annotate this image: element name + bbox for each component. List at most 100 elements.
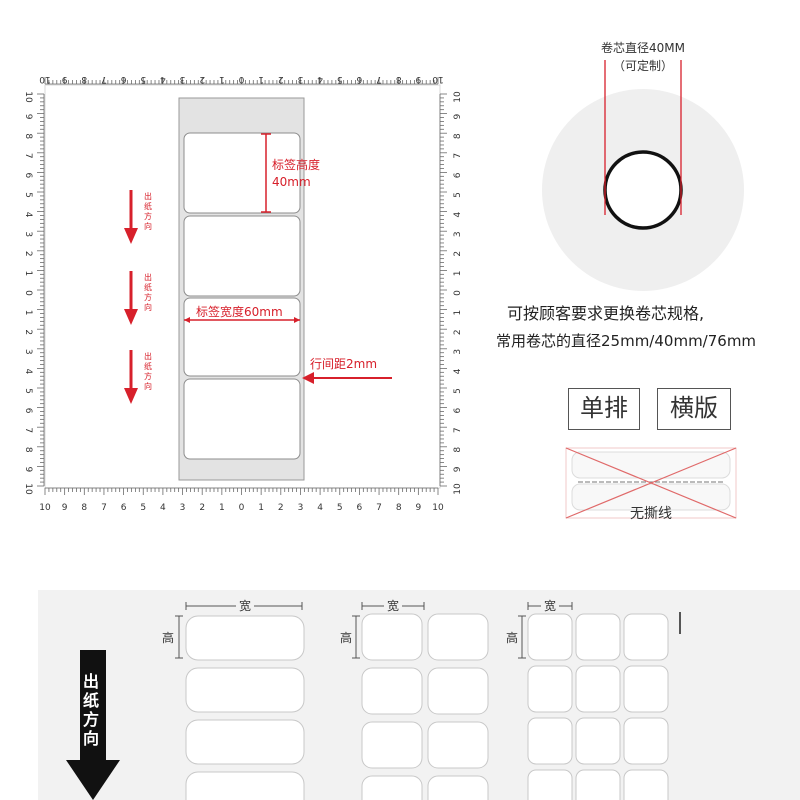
gap-label: 行间距2mm [310,357,377,371]
layout2-width-label: 宽 [387,598,399,613]
feed-label-2: 出纸方向 [144,273,152,312]
ruler-label-top: 3 [180,74,186,84]
ruler-label-right: 9 [453,466,463,472]
ruler-label-left: 4 [23,369,33,375]
height-label-line2: 40mm [272,175,311,189]
ruler-label-bottom: 4 [317,503,323,513]
ruler-label-top: 6 [120,74,126,84]
width-label: 标签宽度60mm [196,304,283,319]
ruler-label-left: 2 [23,251,33,257]
ruler-label-top: 8 [81,74,87,84]
ruler-label-bottom: 6 [121,503,127,513]
layout-triple [518,602,681,800]
ruler-label-left: 3 [23,231,33,237]
ruler-label-left: 1 [23,271,33,277]
ruler-label-bottom: 1 [258,503,264,513]
ruler-label-left: 9 [23,114,33,120]
ruler-label-bottom: 7 [376,503,382,513]
ruler-label-right: 10 [453,91,463,103]
ruler-label-top: 6 [356,74,362,84]
ruler-label-top: 4 [160,74,166,84]
ruler-label-left: 0 [23,290,33,296]
ruler-label-bottom: 8 [396,503,402,513]
ruler-label-right: 6 [453,407,463,413]
ruler-label-right: 2 [453,251,463,257]
ruler-label-right: 5 [453,192,463,198]
ruler-label-bottom: 2 [278,503,284,513]
ruler-label-top: 9 [415,74,421,84]
ruler-label-right: 3 [453,231,463,237]
ruler-label-top: 1 [258,74,264,84]
layout1-width-label: 宽 [239,598,251,613]
ruler-label-bottom: 10 [432,503,444,513]
single-row-option: 单排 [568,388,640,430]
ruler-label-bottom: 1 [219,503,225,513]
no-tear-label: 无撕线 [630,506,672,522]
feed-arrow-1 [124,190,138,244]
ruler-label-top: 10 [39,74,51,84]
ruler-label-top: 2 [199,74,205,84]
landscape-option: 横版 [657,388,731,430]
ruler-label-bottom: 6 [357,503,363,513]
ruler-label-left: 9 [23,467,33,473]
ruler-label-right: 2 [453,329,463,335]
ruler-label-top: 8 [396,74,402,84]
ruler-label-bottom: 2 [199,503,205,513]
layout3-height-label: 高 [506,630,518,645]
feed-label-1: 出纸方向 [144,192,152,231]
ruler-label-left: 3 [23,349,33,355]
ruler-ticks [37,77,447,495]
ruler-label-left: 7 [23,153,33,159]
ruler-label-right: 6 [453,172,463,178]
ruler-label-top: 7 [376,74,382,84]
core-note-line2: 常用卷芯的直径25mm/40mm/76mm [496,332,757,350]
big-feed-arrow [66,650,120,800]
ruler-label-left: 8 [23,133,33,139]
ruler-label-right: 4 [453,211,463,217]
ruler-label-bottom: 3 [298,503,304,513]
label-4 [183,378,301,460]
ruler-label-bottom: 9 [415,503,421,513]
ruler-label-right: 5 [453,388,463,394]
ruler-label-top: 9 [62,74,68,84]
layout3-width-label: 宽 [544,598,556,613]
ruler-label-top: 7 [101,74,107,84]
ruler-label-right: 8 [453,447,463,453]
ruler-label-top: 5 [337,74,343,84]
ruler-label-bottom: 5 [140,503,146,513]
ruler-label-right: 1 [453,271,463,277]
core-diagram [542,60,744,291]
ruler-label-left: 7 [23,427,33,433]
ruler-label-bottom: 3 [180,503,186,513]
ruler-label-top: 2 [278,74,284,84]
core-diameter-label: 卷芯直径40MM [601,40,685,55]
ruler-label-left: 2 [23,329,33,335]
ruler-label-top: 0 [238,74,244,84]
layout-single [175,602,305,800]
ruler-label-left: 8 [23,447,33,453]
ruler-label-left: 1 [23,310,33,316]
ruler-label-left: 10 [23,483,33,495]
ruler-label-top: 5 [140,74,146,84]
layout1-height-label: 高 [162,630,174,645]
layout2-height-label: 高 [340,630,352,645]
ruler-label-left: 6 [23,173,33,179]
no-tear-illustration [565,447,737,519]
ruler-label-right: 7 [453,427,463,433]
ruler-label-right: 7 [453,153,463,159]
ruler-label-left: 4 [23,212,33,218]
ruler-label-top: 3 [298,74,304,84]
label-strip [178,97,305,481]
ruler-label-right: 3 [453,349,463,355]
feed-label-3: 出纸方向 [144,352,152,391]
big-feed-label: 出纸方向 [83,672,100,748]
gap-arrow [302,372,392,384]
feed-arrow-3 [124,350,138,404]
width-dimension [184,317,300,323]
ruler-label-bottom: 0 [239,503,245,513]
core-note-line1: 可按顾客要求更换卷芯规格, [507,304,705,323]
label-3 [183,297,301,377]
label-1 [183,132,301,214]
ruler-label-bottom: 7 [101,503,107,513]
